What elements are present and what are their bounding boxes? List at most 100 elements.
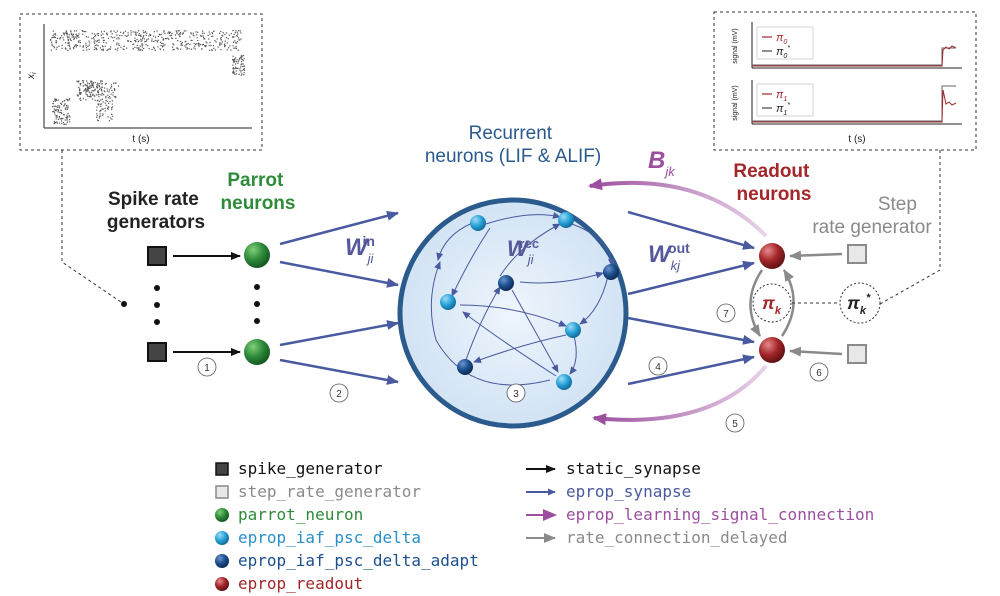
raster-spike xyxy=(97,34,99,37)
raster-spike xyxy=(116,44,118,46)
raster-spike xyxy=(235,73,237,75)
raster-spike xyxy=(241,56,243,58)
raster-spike xyxy=(79,92,81,94)
raster-spike xyxy=(98,85,100,87)
raster-spike xyxy=(92,83,94,85)
raster-spike xyxy=(85,43,87,45)
raster-spike xyxy=(87,90,89,92)
raster-spike xyxy=(95,47,97,49)
raster-spike xyxy=(240,57,242,59)
raster-spike xyxy=(83,90,85,92)
raster-spike xyxy=(100,103,102,105)
raster-spike xyxy=(66,117,68,119)
raster-spike xyxy=(146,40,148,42)
input-eprop-synapses xyxy=(279,210,399,385)
raster-spike xyxy=(235,46,237,48)
raster-spike xyxy=(154,49,156,51)
raster-spike xyxy=(87,95,89,97)
input-synapse-arrow xyxy=(279,210,399,246)
raster-spike xyxy=(118,44,120,46)
raster-spike xyxy=(232,70,235,72)
raster-spike xyxy=(233,62,235,64)
raster-spike xyxy=(141,38,143,40)
step-circle-7 xyxy=(716,303,736,323)
raster-spike xyxy=(178,30,180,32)
raster-spike xyxy=(68,115,70,117)
raster-spike xyxy=(111,86,113,88)
raster-spike xyxy=(185,40,187,42)
raster-spike xyxy=(137,47,139,49)
raster-spike xyxy=(138,40,140,42)
raster-spike xyxy=(233,61,235,63)
raster-spike xyxy=(94,42,96,44)
raster-spike xyxy=(55,42,57,44)
raster-spike xyxy=(237,67,239,69)
raster-spike xyxy=(124,30,127,32)
raster-spike xyxy=(50,39,52,41)
raster-spike xyxy=(186,43,188,45)
raster-spike xyxy=(105,104,107,106)
rec-edge xyxy=(571,223,615,267)
raster-spike xyxy=(53,45,55,47)
raster-spike xyxy=(101,94,103,96)
raster-spike xyxy=(90,80,92,82)
raster-spike xyxy=(156,30,158,32)
raster-spike xyxy=(200,35,203,37)
raster-spike xyxy=(78,41,80,43)
raster-spike xyxy=(160,45,162,47)
raster-spike xyxy=(108,120,110,122)
raster-spike xyxy=(102,39,105,41)
raster-spike xyxy=(75,33,77,35)
raster-spike xyxy=(213,47,215,49)
legend-spike-generator: spike_generator xyxy=(238,459,383,478)
ellipsis-dot xyxy=(254,284,260,290)
raster-spike xyxy=(240,38,242,40)
legend-eprop-iaf-psc-delta-adapt: eprop_iaf_psc_delta_adapt xyxy=(238,551,479,570)
raster-spike xyxy=(94,44,96,46)
raster-spike xyxy=(161,46,164,48)
raster-spike xyxy=(55,48,57,50)
raster-spike xyxy=(211,49,213,51)
raster-spike xyxy=(78,80,80,82)
input-synapse-arrow xyxy=(279,260,399,288)
raster-spike xyxy=(238,30,240,32)
raster-spike xyxy=(238,37,240,39)
raster-spike xyxy=(69,45,71,47)
raster-spike xyxy=(53,47,55,49)
raster-spike xyxy=(77,94,79,96)
raster-spike xyxy=(66,32,68,34)
raster-spike xyxy=(101,45,104,47)
raster-spike xyxy=(68,36,70,38)
raster-spike xyxy=(167,37,169,39)
raster-spike xyxy=(88,85,90,87)
raster-spike xyxy=(141,40,143,42)
readout-neuron xyxy=(759,243,785,269)
raster-spike xyxy=(241,65,243,68)
raster-spike xyxy=(80,92,82,94)
raster-spike xyxy=(105,97,107,99)
raster-spike xyxy=(106,34,108,36)
raster-spike xyxy=(136,47,138,49)
rate-connection-arrow xyxy=(789,346,843,357)
raster-spike xyxy=(179,31,182,34)
raster-spike xyxy=(84,83,86,85)
raster-spike xyxy=(113,30,115,32)
raster-spike xyxy=(101,98,103,100)
raster-spike xyxy=(111,33,113,35)
raster-spike xyxy=(56,114,58,117)
rec-edge xyxy=(519,271,604,284)
raster-spike xyxy=(85,85,87,87)
raster-spike xyxy=(84,84,86,86)
raster-spike xyxy=(96,109,98,111)
raster-spike xyxy=(202,30,204,32)
signal-top-ylabel: signal (mV) xyxy=(732,28,739,63)
raster-spike xyxy=(96,87,98,89)
raster-spike xyxy=(235,35,238,37)
legend-eprop-synapse: eprop_synapse xyxy=(566,482,691,501)
raster-spike xyxy=(107,94,109,96)
raster-spike xyxy=(73,38,75,41)
raster-spike xyxy=(139,35,141,37)
signal-bottom-legend-pi: π1 xyxy=(776,89,787,103)
raster-spike xyxy=(58,117,60,119)
raster-spike xyxy=(62,37,64,39)
